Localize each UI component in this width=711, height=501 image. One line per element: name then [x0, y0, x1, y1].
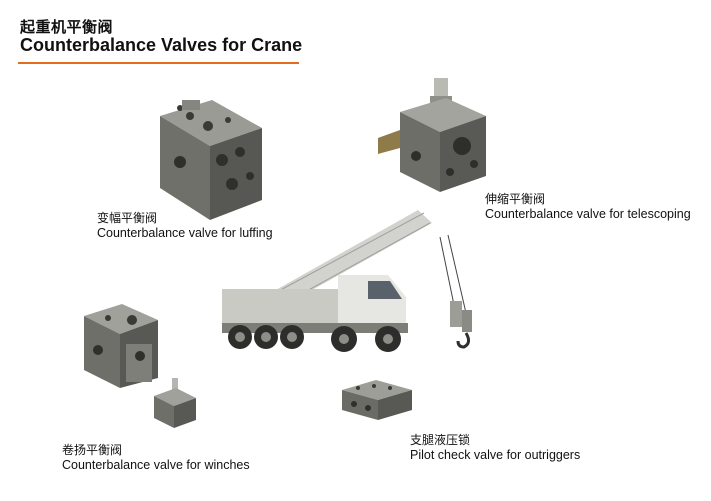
luffing-label: 变幅平衡阀 Counterbalance valve for luffing [97, 211, 273, 241]
outrigger-valve-image [342, 380, 412, 420]
outriggers-label-cn: 支腿液压锁 [410, 433, 471, 447]
telescoping-valve-image [378, 78, 486, 192]
winches-label-en: Counterbalance valve for winches [62, 458, 250, 472]
luffing-valve-image [160, 100, 262, 220]
luffing-label-en: Counterbalance valve for luffing [97, 226, 273, 240]
telescoping-label-cn: 伸缩平衡阀 [485, 192, 546, 206]
page-title-cn: 起重机平衡阀 [20, 19, 114, 36]
outriggers-label: 支腿液压锁 Pilot check valve for outriggers [410, 433, 580, 463]
winches-label: 卷扬平衡阀 Counterbalance valve for winches [62, 443, 250, 473]
luffing-label-cn: 变幅平衡阀 [97, 211, 158, 225]
telescoping-label-en: Counterbalance valve for telescoping [485, 207, 691, 221]
winch-valve-image [84, 304, 196, 428]
title-underline [18, 62, 299, 64]
outriggers-label-en: Pilot check valve for outriggers [410, 448, 581, 462]
crane-image [222, 210, 472, 352]
page-title-en: Counterbalance Valves for Crane [20, 35, 303, 55]
telescoping-label: 伸缩平衡阀 Counterbalance valve for telescopi… [485, 192, 691, 222]
winches-label-cn: 卷扬平衡阀 [62, 443, 123, 457]
